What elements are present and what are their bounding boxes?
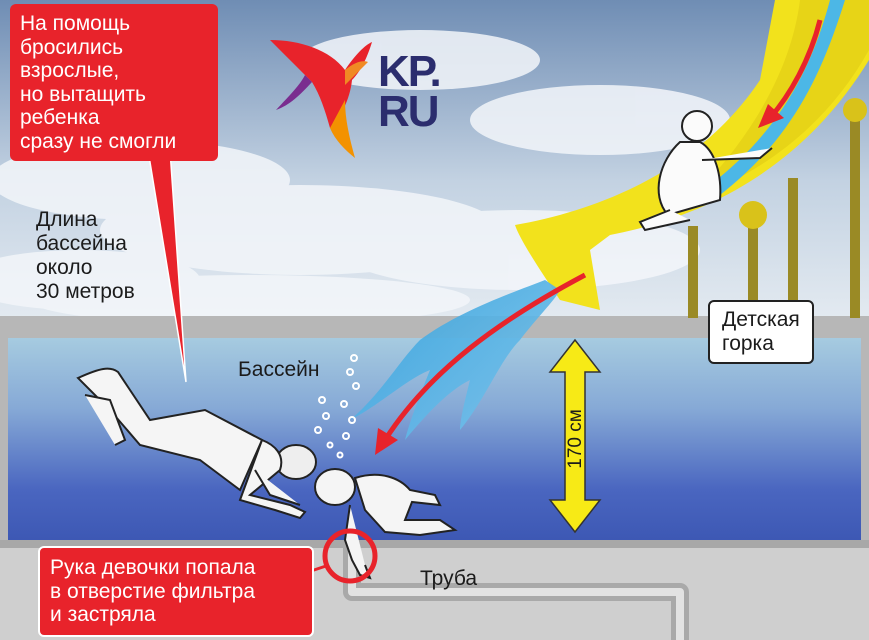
pool-length-label: Длина бассейна около 30 метров — [36, 208, 135, 304]
callout-adults-rescue: На помощь бросились взрослые, но вытащит… — [10, 4, 218, 162]
logo-line-1: KP. — [378, 47, 442, 96]
pool-rim — [0, 316, 869, 338]
callout-hand-stuck: Рука девочки попала в отверстие фильтра … — [38, 546, 314, 637]
bird-logo-icon — [270, 40, 372, 158]
child-underwater-icon — [314, 468, 458, 580]
kp-ru-logo: KP. RU — [378, 47, 442, 136]
slide-label: Детская горка — [708, 300, 814, 365]
pool-label: Бассейн — [238, 358, 320, 381]
slide-direction-arrow — [758, 19, 823, 128]
pipe-label: Труба — [420, 567, 478, 590]
pool-left-wall — [0, 338, 8, 548]
bubbles-icon — [314, 354, 360, 459]
adult-swimmer-icon — [76, 367, 317, 520]
depth-label: 170 см — [565, 409, 587, 469]
pool-floor-edge — [0, 540, 869, 548]
fall-direction-arrow — [375, 272, 587, 455]
filter-highlight-circle-icon — [322, 528, 378, 584]
depth-arrow — [548, 338, 602, 534]
slide-supports — [688, 110, 860, 318]
pool-right-wall — [861, 338, 869, 548]
slide-water-stream — [710, 0, 845, 195]
clouds — [0, 30, 730, 325]
logo-line-2: RU — [378, 87, 440, 136]
child-on-slide-icon — [638, 110, 773, 232]
